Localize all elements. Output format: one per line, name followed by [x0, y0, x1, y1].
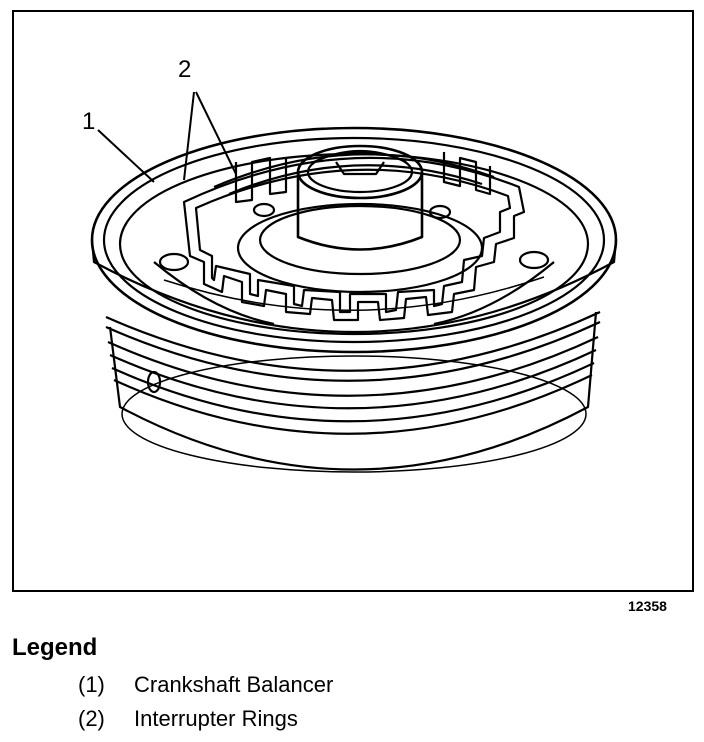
legend-number: (2)	[78, 706, 105, 731]
callout-1: 1	[82, 108, 96, 135]
figure-id: 12358	[628, 598, 667, 614]
legend-item: (2) Interrupter Rings	[78, 706, 298, 732]
legend-label: Interrupter Rings	[134, 706, 298, 731]
crankshaft-balancer-illustration	[90, 91, 618, 473]
legend-title: Legend	[12, 634, 98, 661]
callout-2: 2	[178, 56, 192, 83]
legend-number: (1)	[78, 672, 105, 697]
legend-item: (1) Crankshaft Balancer	[78, 672, 333, 698]
figure-frame: 1 2	[12, 10, 694, 592]
legend-label: Crankshaft Balancer	[134, 672, 334, 697]
